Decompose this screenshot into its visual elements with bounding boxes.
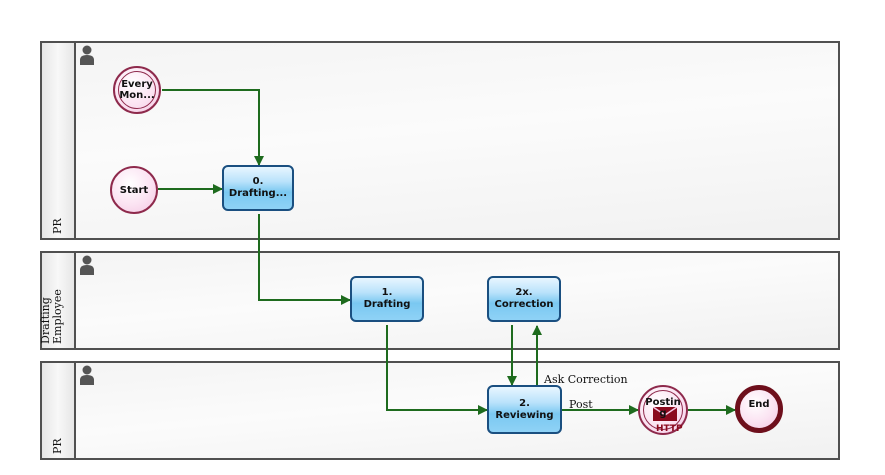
task-correction-2x[interactable]: 2x. Correction <box>487 276 561 322</box>
lane-header: Drafting Employee <box>39 253 76 348</box>
flow-task1-to-task2[interactable] <box>386 325 488 415</box>
timer-start-label: Every Mon... <box>119 79 155 101</box>
flow-label-post: Post <box>569 398 593 411</box>
person-icon <box>80 45 94 65</box>
http-badge: HTTP <box>656 424 683 434</box>
task-name: Correction <box>494 299 554 310</box>
task-drafting-0[interactable]: 0. Drafting... <box>222 165 294 211</box>
task-name: Drafting <box>363 299 411 310</box>
lane-pr-top: PR <box>40 41 840 240</box>
start-event[interactable]: Start <box>110 166 158 214</box>
posting-event[interactable]: Postin g <box>638 385 688 435</box>
end-event[interactable]: End <box>735 385 783 433</box>
task-number: 1. <box>381 287 393 298</box>
end-label: End <box>748 398 770 410</box>
task-number: 2. <box>519 397 530 409</box>
lane-drafting-employee: Drafting Employee <box>39 251 840 350</box>
lane-header: PR <box>42 363 76 458</box>
person-icon <box>80 365 94 385</box>
task-name: Drafting... <box>228 188 288 199</box>
task-drafting-1[interactable]: 1. Drafting <box>350 276 424 322</box>
envelope-icon <box>653 407 677 421</box>
flow-label-ask-correction: Ask Correction <box>544 373 628 386</box>
posting-label: Postin g <box>645 397 681 419</box>
flow-task0-to-task1[interactable] <box>258 214 351 305</box>
task-name: Reviewing <box>495 409 554 421</box>
task-number: 0. <box>252 176 264 187</box>
lane-header: PR <box>42 43 76 238</box>
person-icon <box>80 255 94 275</box>
flow-timer-to-task0[interactable] <box>162 89 264 166</box>
task-reviewing-2[interactable]: 2. Reviewing <box>487 385 562 434</box>
task-number: 2x. <box>515 287 533 298</box>
start-label: Start <box>119 184 149 196</box>
timer-start-event[interactable]: Every Mon... <box>113 66 161 114</box>
